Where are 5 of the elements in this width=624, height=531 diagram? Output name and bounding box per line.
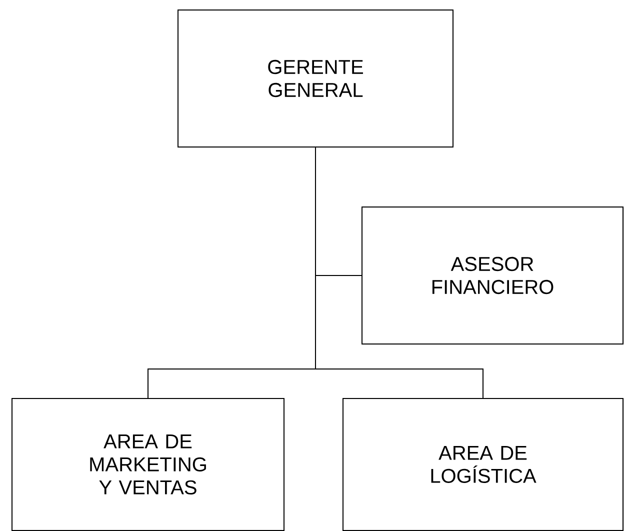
org-box: GERENTE GENERAL xyxy=(178,10,454,148)
org-box: AREA DE MARKETING Y VENTAS xyxy=(12,398,284,531)
org-box: AREA DE LOGÍSTICA xyxy=(342,398,624,531)
org-box: ASESOR FINANCIERO xyxy=(362,206,624,344)
connector-line xyxy=(315,147,484,398)
